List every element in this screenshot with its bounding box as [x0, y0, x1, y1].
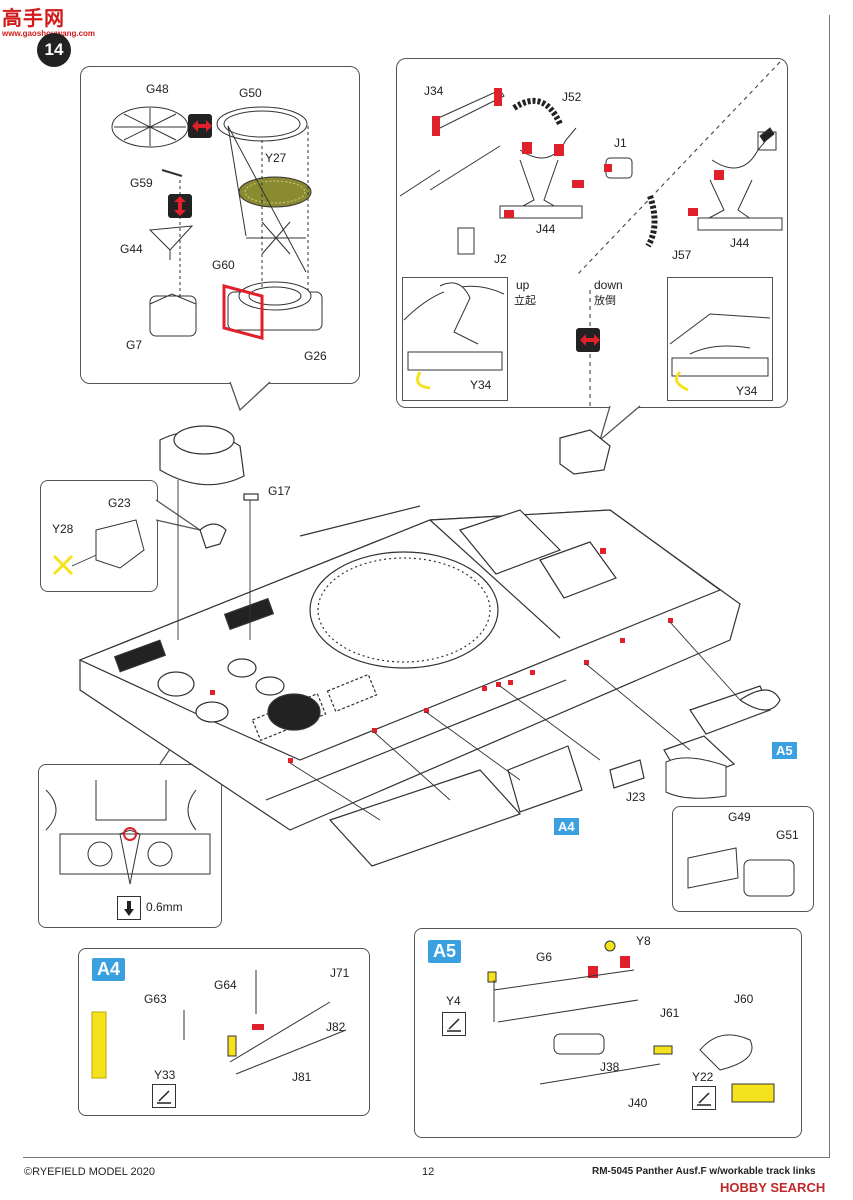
label-g17: G17	[268, 484, 291, 498]
label-j71: J71	[330, 966, 350, 980]
label-y33: Y33	[154, 1068, 176, 1082]
tag-a4-main: A4	[554, 818, 579, 835]
label-g59: G59	[130, 176, 153, 190]
page-border	[23, 15, 830, 1158]
label-g64: G64	[214, 978, 237, 992]
label-g63: G63	[144, 992, 167, 1006]
drill-icon	[117, 896, 141, 920]
label-g7: G7	[126, 338, 143, 352]
footer-copyright: ©RYEFIELD MODEL 2020	[24, 1166, 155, 1178]
assembly-a4-frame	[78, 948, 370, 1116]
step-number: 14	[37, 33, 71, 67]
glue-icon-a5-right	[692, 1086, 716, 1110]
label-j2: J2	[494, 252, 507, 266]
footer-page-number: 12	[422, 1166, 435, 1178]
label-j61: J61	[660, 1006, 680, 1020]
watermark-text: 高手网	[2, 6, 65, 30]
cupola-parts	[111, 106, 323, 340]
label-j81: J81	[292, 1070, 312, 1084]
glue-icon-a4	[152, 1084, 176, 1108]
down-inset-frame	[667, 277, 773, 401]
label-g48: G48	[146, 82, 169, 96]
label-y22: Y22	[692, 1070, 714, 1084]
label-j44-b: J44	[730, 236, 750, 250]
label-y34-a: Y34	[470, 378, 492, 392]
label-j82: J82	[326, 1020, 346, 1034]
label-j44-a: J44	[536, 222, 556, 236]
box-callout-parts	[665, 757, 795, 897]
label-g26: G26	[304, 349, 327, 363]
label-j23: J23	[626, 790, 646, 804]
label-j1: J1	[614, 136, 627, 150]
label-g44: G44	[120, 242, 143, 256]
tag-a5-main: A5	[772, 742, 797, 759]
footer-product: RM-5045 Panther Ausf.F w/workable track …	[592, 1166, 816, 1177]
drill-callout-parts	[45, 780, 211, 885]
label-y4: Y4	[446, 994, 461, 1008]
label-j57: J57	[672, 248, 692, 262]
hull-top	[78, 425, 781, 867]
label-y8: Y8	[636, 934, 651, 948]
a4-assembly-parts	[91, 970, 347, 1079]
label-j34: J34	[424, 84, 444, 98]
flip-icon-2	[168, 194, 192, 218]
footer-site-watermark: HOBBY SEARCH	[720, 1180, 826, 1195]
flip-icon-1	[188, 114, 212, 138]
g23-callout-parts	[52, 519, 145, 576]
tag-a4-box: A4	[92, 958, 126, 981]
label-up: up	[516, 278, 530, 292]
glue-icon-a5-left	[442, 1012, 466, 1036]
label-y28: Y28	[52, 522, 74, 536]
assembly-a5-frame	[414, 928, 802, 1138]
label-down: down	[594, 278, 623, 292]
label-y34-b: Y34	[736, 384, 758, 398]
label-g49: G49	[728, 810, 751, 824]
label-up-cn: 立起	[514, 294, 536, 307]
label-g6: G6	[536, 950, 553, 964]
travel-lock-parts	[399, 61, 783, 406]
label-j40: J40	[628, 1096, 648, 1110]
label-down-cn: 放倒	[594, 294, 616, 307]
label-j38: J38	[600, 1060, 620, 1074]
label-y27: Y27	[265, 151, 287, 165]
label-g50: G50	[239, 86, 262, 100]
flip-icon-3	[576, 328, 600, 352]
hull-red-markers	[210, 548, 673, 763]
label-g60: G60	[212, 258, 235, 272]
label-j60: J60	[734, 992, 754, 1006]
tag-a5-box: A5	[428, 940, 462, 963]
label-j52: J52	[562, 90, 582, 104]
up-inset-frame	[402, 277, 508, 401]
a5-assembly-parts	[487, 940, 775, 1103]
label-drill-size: 0.6mm	[146, 900, 183, 914]
label-g51: G51	[776, 828, 799, 842]
hull-leaders	[71, 480, 741, 821]
label-g23: G23	[108, 496, 131, 510]
